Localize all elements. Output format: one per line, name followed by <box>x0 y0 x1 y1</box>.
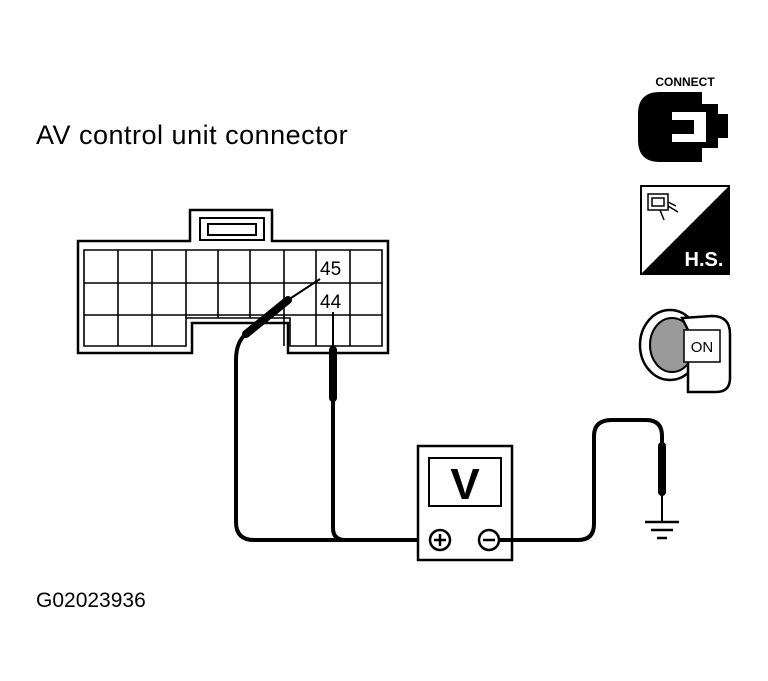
voltmeter-label: V <box>450 460 480 509</box>
pin-label-44: 44 <box>320 292 342 313</box>
ignition-key-on-icon: ON <box>638 308 732 394</box>
pin-label-45: 45 <box>320 259 341 280</box>
figure-code: G02023936 <box>36 589 146 612</box>
harness-side-icon-label: H.S. <box>685 249 724 271</box>
harness-side-icon: H.S. <box>640 185 730 275</box>
voltmeter: V <box>416 444 514 562</box>
probe-ground-pin-lead <box>329 312 346 542</box>
connect-icon-label: CONNECT <box>655 75 715 89</box>
connector-icon: CONNECT <box>638 75 728 162</box>
av-control-unit-connector <box>76 208 390 355</box>
probe-positive-lead <box>234 278 424 542</box>
ground-icon <box>645 520 679 540</box>
probe-negative-lead <box>499 418 666 542</box>
ignition-on-label: ON <box>691 339 714 356</box>
diagram-title: AV control unit connector <box>36 120 348 150</box>
